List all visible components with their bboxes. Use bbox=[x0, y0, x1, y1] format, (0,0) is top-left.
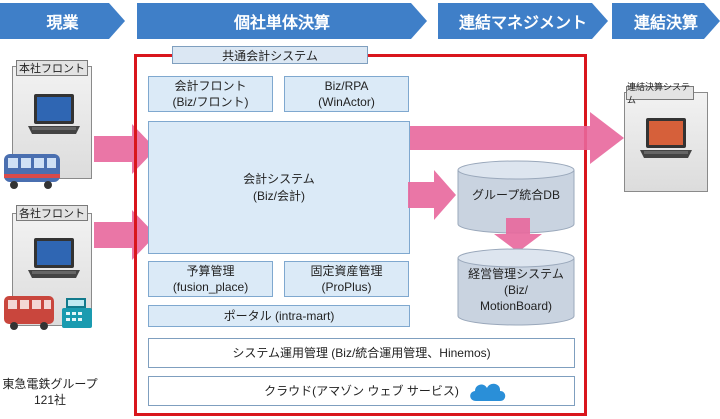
header-consolidated-mgmt-label: 連結マネジメント bbox=[458, 15, 587, 32]
arrow-kakusha-to-acct bbox=[94, 210, 156, 260]
module-cloud-label: クラウド(アマゾン ウェブ サービス) bbox=[264, 383, 459, 398]
module-cloud: クラウド(アマゾン ウェブ サービス) bbox=[148, 376, 575, 406]
module-budget: 予算管理 (fusion_place) bbox=[148, 261, 273, 297]
train-icon bbox=[4, 154, 60, 189]
module-ops-management: システム運用管理 (Biz/統合運用管理、Hinemos) bbox=[148, 338, 575, 368]
module-accounting-system-title: 会計システム bbox=[243, 172, 315, 187]
module-rpa-product: (WinActor) bbox=[318, 95, 375, 109]
module-portal: ポータル (intra-mart) bbox=[148, 305, 410, 327]
arrow-to-consolidated bbox=[410, 112, 624, 164]
consolidated-label-text: 連結決算システム bbox=[627, 82, 691, 105]
module-accounting-system: 会計システム (Biz/会計) bbox=[148, 121, 410, 254]
mgmt-system-cylinder bbox=[457, 248, 575, 326]
module-ops-management-label: システム運用管理 (Biz/統合運用管理、Hinemos) bbox=[232, 345, 491, 360]
mgmt-system-title: 経営管理システム bbox=[468, 267, 564, 281]
header-current: 現業 bbox=[0, 3, 125, 39]
arrow-db-to-mgmt bbox=[494, 218, 542, 252]
header-current-label: 現業 bbox=[46, 15, 79, 32]
common-system-label: 共通会計システム bbox=[172, 46, 368, 64]
header-individual-label: 個社単体決算 bbox=[233, 15, 330, 32]
group-caption: 東急電鉄グループ 121社 bbox=[0, 376, 100, 408]
module-accounting-front: 会計フロント (Biz/フロント) bbox=[148, 76, 273, 112]
group-db-cylinder bbox=[457, 160, 575, 234]
laptop-icon bbox=[28, 94, 80, 134]
bus-icon bbox=[4, 296, 54, 330]
consolidated-label: 連結決算システム bbox=[626, 82, 694, 105]
group-caption-line1: 東急電鉄グループ bbox=[2, 377, 98, 391]
module-fixed-asset-title: 固定資産管理 bbox=[310, 263, 383, 278]
module-budget-product: (fusion_place) bbox=[172, 280, 249, 294]
module-rpa: Biz/RPA (WinActor) bbox=[284, 76, 409, 112]
laptop-icon bbox=[28, 238, 80, 278]
kakusha-label: 各社フロント bbox=[16, 205, 88, 221]
common-system-label-text: 共通会計システム bbox=[222, 48, 318, 63]
arrow-honsha-to-acct bbox=[94, 124, 156, 174]
module-budget-title: 予算管理 bbox=[186, 263, 235, 278]
module-accounting-front-product: (Biz/フロント) bbox=[172, 95, 249, 109]
mgmt-system-product-2: MotionBoard) bbox=[479, 299, 553, 314]
header-consolidated: 連結決算 bbox=[612, 3, 720, 39]
group-db-label: グループ統合DB bbox=[472, 188, 560, 202]
mgmt-system-label: 経営管理システム (Biz/ MotionBoard) bbox=[456, 266, 576, 315]
arrow-to-group-db bbox=[408, 170, 456, 220]
module-accounting-system-product: (Biz/会計) bbox=[253, 188, 305, 203]
module-portal-label: ポータル (intra-mart) bbox=[223, 308, 335, 323]
header-consolidated-label: 連結決算 bbox=[633, 15, 698, 32]
honsha-label-text: 本社フロント bbox=[19, 63, 85, 75]
honsha-label: 本社フロント bbox=[16, 60, 88, 76]
module-fixed-asset-product: (ProPlus) bbox=[321, 280, 372, 294]
laptop-icon bbox=[640, 118, 692, 158]
mgmt-system-product-1: (Biz/ bbox=[504, 283, 528, 298]
module-accounting-front-title: 会計フロント bbox=[174, 78, 247, 93]
header-individual: 個社単体決算 bbox=[137, 3, 427, 39]
cash-register-icon bbox=[62, 298, 92, 328]
kakusha-label-text: 各社フロント bbox=[19, 208, 85, 220]
group-caption-line2: 121社 bbox=[33, 393, 67, 408]
module-fixed-asset: 固定資産管理 (ProPlus) bbox=[284, 261, 409, 297]
header-consolidated-mgmt: 連結マネジメント bbox=[438, 3, 608, 39]
cloud-icon bbox=[470, 383, 506, 401]
module-rpa-title: Biz/RPA bbox=[324, 78, 369, 93]
